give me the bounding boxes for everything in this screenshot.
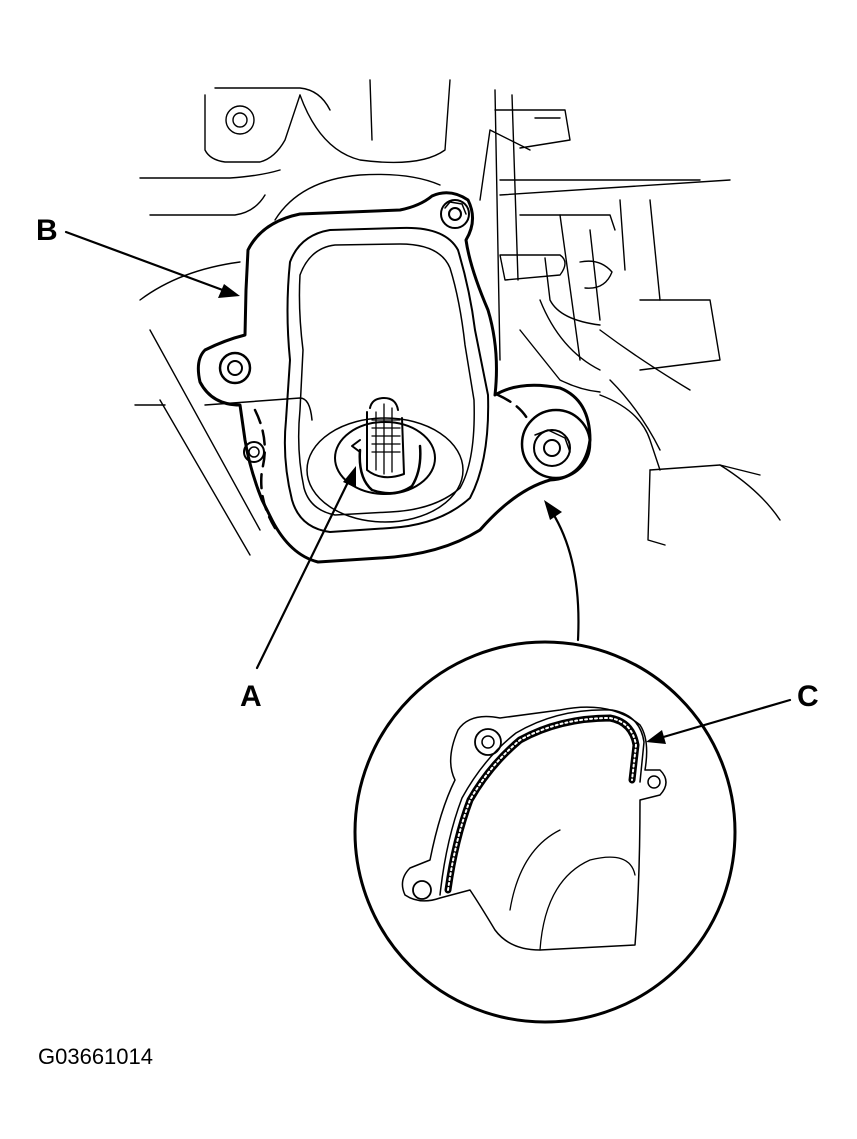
background-structure xyxy=(134,79,781,556)
callout-b: B xyxy=(36,214,58,247)
leader-lines xyxy=(64,230,792,744)
spline-shaft xyxy=(306,397,464,523)
detail-magnifier xyxy=(353,640,737,1024)
callout-a: A xyxy=(240,680,262,713)
callout-c: C xyxy=(797,680,819,713)
housing-cover xyxy=(196,191,592,564)
figure-id: G03661014 xyxy=(38,1044,153,1069)
